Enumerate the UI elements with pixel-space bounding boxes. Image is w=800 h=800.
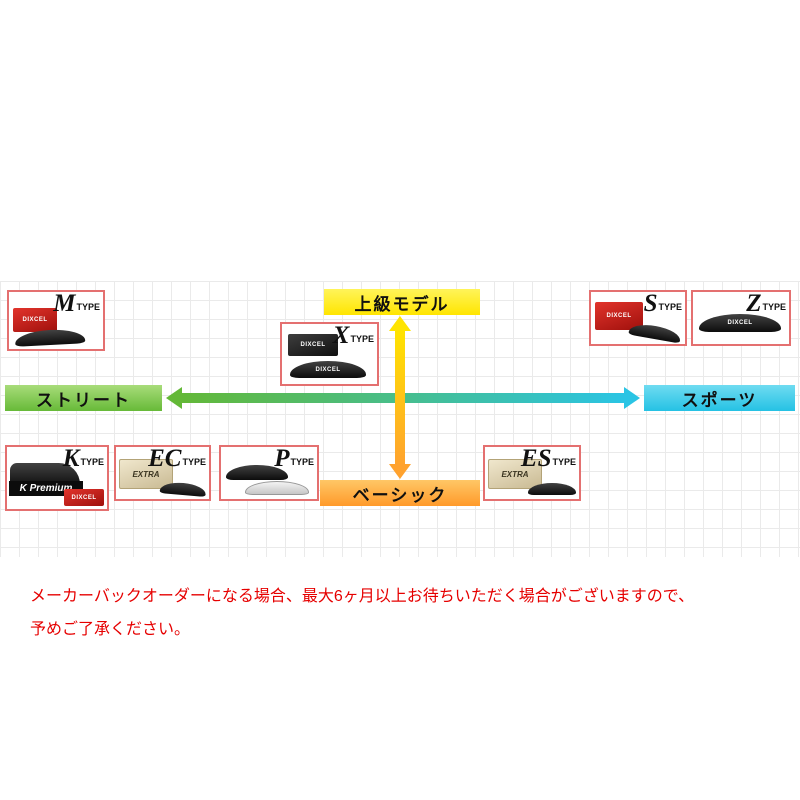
- dixcel-box-image: DIXCEL: [288, 334, 338, 356]
- type-label: P TYPE: [274, 445, 314, 472]
- type-suffix: TYPE: [658, 302, 682, 313]
- type-label: K TYPE: [62, 445, 104, 472]
- product-card-k-type: K TYPE K Premium DIXCEL: [5, 445, 109, 511]
- extra-box-image: EXTRA: [119, 459, 173, 489]
- vertical-axis-line: [395, 330, 405, 466]
- product-card-m-type: M TYPE DIXCEL: [7, 290, 105, 351]
- dixcel-box-image: DIXCEL: [13, 308, 57, 332]
- type-letter: X: [332, 322, 350, 349]
- product-card-s-type: S TYPE DIXCEL: [589, 290, 687, 346]
- brake-pad-image: DIXCEL: [290, 361, 366, 378]
- axis-label-premium: 上級モデル: [324, 289, 480, 315]
- arrow-left-icon: [166, 387, 182, 409]
- brake-pad-image: [628, 321, 682, 344]
- brake-pad-image: [159, 481, 207, 497]
- type-suffix: TYPE: [182, 457, 206, 468]
- type-label: ES TYPE: [520, 445, 576, 472]
- type-label: EC TYPE: [148, 445, 206, 472]
- type-letter: Z: [746, 290, 762, 317]
- arrow-up-icon: [389, 316, 411, 331]
- axis-label-street: ストリート: [5, 385, 162, 411]
- type-letter: ES: [520, 445, 552, 472]
- extra-box-image: EXTRA: [488, 459, 542, 489]
- backorder-notice: メーカーバックオーダーになる場合、最大6ヶ月以上お待ちいただく場合がございますの…: [30, 580, 775, 646]
- arrow-right-icon: [624, 387, 640, 409]
- brake-pad-image: DIXCEL: [699, 314, 781, 332]
- type-suffix: TYPE: [350, 334, 374, 345]
- type-label: X TYPE: [332, 322, 374, 349]
- product-card-x-type: X TYPE DIXCEL DIXCEL: [280, 322, 379, 386]
- notice-line-2: 予めご了承ください。: [30, 621, 191, 638]
- type-label: Z TYPE: [746, 290, 786, 317]
- arrow-down-icon: [389, 464, 411, 479]
- type-letter: P: [274, 445, 290, 472]
- product-card-es-type: ES TYPE EXTRA: [483, 445, 581, 501]
- type-letter: S: [643, 290, 658, 317]
- type-label: M TYPE: [53, 290, 100, 317]
- dixcel-box-image: DIXCEL: [64, 489, 104, 506]
- axis-label-sports: スポーツ: [644, 385, 795, 411]
- type-suffix: TYPE: [80, 457, 104, 468]
- product-card-z-type: Z TYPE DIXCEL: [691, 290, 791, 346]
- type-suffix: TYPE: [290, 457, 314, 468]
- brake-pad-image: [528, 483, 576, 495]
- brake-pad-image: [245, 481, 309, 495]
- axis-label-basic: ベーシック: [320, 480, 480, 506]
- brake-pad-image: [226, 465, 288, 480]
- product-card-p-type: P TYPE: [219, 445, 319, 501]
- type-suffix: TYPE: [762, 302, 786, 313]
- type-letter: K: [62, 445, 80, 472]
- product-card-ec-type: EC TYPE EXTRA: [114, 445, 211, 501]
- type-suffix: TYPE: [76, 302, 100, 313]
- type-letter: EC: [148, 445, 182, 472]
- type-letter: M: [53, 290, 76, 317]
- type-label: S TYPE: [643, 290, 682, 317]
- notice-line-1: メーカーバックオーダーになる場合、最大6ヶ月以上お待ちいただく場合がございますの…: [30, 588, 695, 605]
- type-suffix: TYPE: [552, 457, 576, 468]
